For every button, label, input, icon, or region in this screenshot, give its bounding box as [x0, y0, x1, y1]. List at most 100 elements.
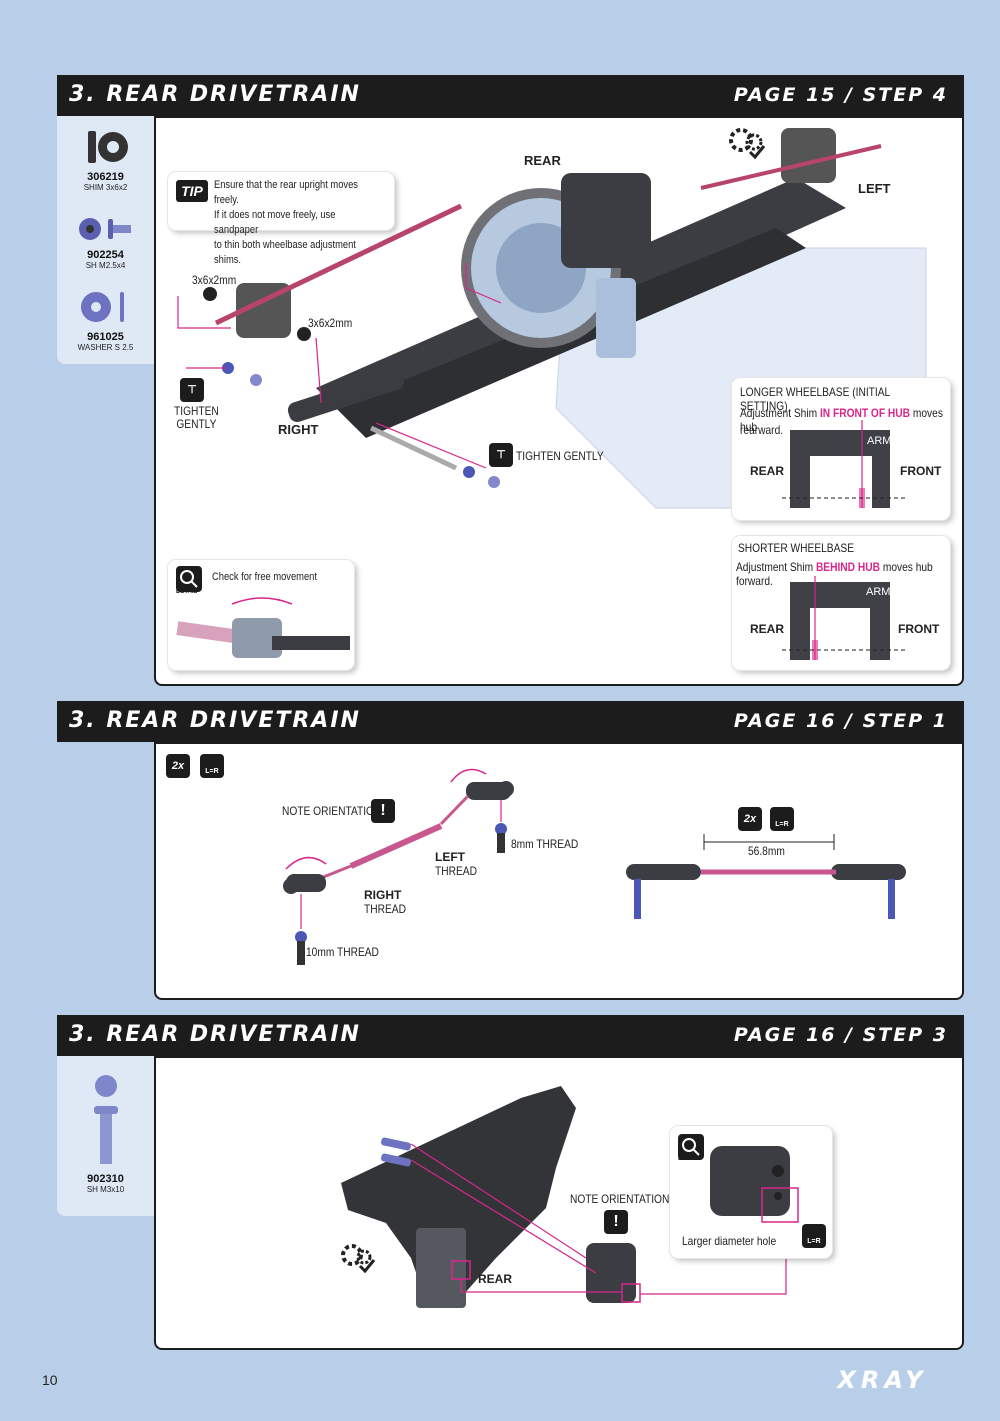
section-header-1: 3. REAR DRIVETRAIN PAGE 15 / STEP 4 [57, 75, 964, 116]
shorter-rear: REAR [750, 622, 785, 636]
tighten-gently-a: TIGHTEN GENTLY [174, 405, 219, 431]
screw-icon [93, 1075, 118, 1164]
shock-tower-illustration [341, 1086, 787, 1308]
part-961025: 961025 WASHER S 2.5 [57, 288, 154, 352]
magnify-icon [678, 1134, 704, 1160]
tip-box: TIP Ensure that the rear upright moves f… [168, 172, 394, 266]
part-desc: SH M2.5x4 [85, 261, 126, 270]
note-orientation: NOTE ORIENTATION [570, 1192, 670, 1206]
shorter-arm: ARM [866, 586, 891, 598]
qty-badge: 2x [738, 807, 762, 831]
label-rear: REAR [478, 1272, 513, 1286]
part-306219: 306219 SHIM 3x6x2 [57, 128, 154, 192]
detail-box: DETAIL Larger diameter hole L=R [670, 1126, 832, 1258]
detail-badge: DETAIL [176, 589, 198, 595]
label-right-thread: THREAD [364, 902, 406, 916]
detail-box: DETAIL Check for free movement [168, 560, 354, 670]
shorter-title: SHORTER WHEELBASE [738, 541, 855, 555]
parts-bar-3: 902310 SH M3x10 [57, 1056, 154, 1216]
page-step: PAGE 15 / STEP 4 [733, 84, 948, 106]
panel-step-1: REAR LEFT RIGHT 3x6x2mm 3x6x2mm TIP Ensu… [154, 116, 964, 686]
part-number: 902254 [87, 249, 124, 261]
longer-diagram [782, 420, 907, 508]
shorter-wheelbase-box: SHORTER WHEELBASE Adjustment Shim BEHIND… [732, 536, 950, 670]
section-title: 3. REAR DRIVETRAIN [69, 708, 361, 733]
gear-check-icon [341, 1244, 376, 1274]
panel-step-2: 2x L=R NOTE ORIENTATION ! 8mm THREAD LEF… [154, 742, 964, 1000]
label-shim-3x6x2-a: 3x6x2mm [192, 273, 237, 287]
longer-title: LONGER WHEELBASE (INITIAL SETTING) [740, 385, 890, 413]
longer-front: FRONT [900, 464, 942, 478]
text-pre: Adjustment Shim [740, 406, 820, 420]
label-10mm-thread: 10mm THREAD [306, 945, 379, 959]
text-post: moves hub forward. [736, 560, 933, 588]
section-title: 3. REAR DRIVETRAIN [69, 82, 361, 107]
label-right: RIGHT [364, 888, 402, 902]
part-902310: 902310 SH M3x10 [57, 1072, 154, 1194]
note-orientation: NOTE ORIENTATION [282, 804, 382, 818]
part-desc: SHIM 3x6x2 [83, 183, 128, 192]
longer-rear: REAR [750, 464, 785, 478]
section-header-3: 3. REAR DRIVETRAIN PAGE 16 / STEP 3 [57, 1015, 964, 1056]
part-desc: WASHER S 2.5 [77, 343, 134, 352]
tip-line: Ensure that the rear upright moves freel… [214, 179, 358, 206]
longer-arm: ARM [867, 435, 892, 447]
longer-text: Adjustment Shim IN FRONT OF HUB moves hu… [740, 406, 953, 434]
spacer-detail [710, 1146, 799, 1223]
page-step: PAGE 16 / STEP 1 [733, 710, 948, 732]
tighten-line: GENTLY [176, 417, 217, 431]
label-right: RIGHT [278, 422, 319, 437]
part-number: 306219 [87, 171, 124, 183]
tip-text: Ensure that the rear upright moves freel… [214, 178, 367, 268]
detail-text: Check for free movement [212, 571, 317, 583]
shorter-front: FRONT [898, 622, 940, 636]
label-left: LEFT [858, 181, 891, 196]
length-label: 56.8mm [748, 844, 785, 858]
detail-badge: DETAIL [678, 1156, 700, 1162]
lr-badge: L=R [802, 1224, 826, 1248]
text-pre: Adjustment Shim [736, 560, 816, 574]
text-post: moves hub [740, 406, 943, 434]
rear-hub-right [236, 283, 291, 338]
part-902254: 902254 SH M2.5x4 [57, 214, 154, 270]
panel-step-3: REAR NOTE ORIENTATION ! DETAIL Larger di… [154, 1056, 964, 1350]
turnbuckle-illustration [283, 768, 906, 965]
shim-icon [87, 131, 128, 163]
detail-text: Larger diameter hole [682, 1234, 777, 1248]
magnify-icon [176, 566, 202, 592]
label-8mm-thread: 8mm THREAD [511, 837, 579, 851]
tighten-gently-b: TIGHTEN GENTLY [516, 449, 604, 463]
detail-illustration [176, 597, 350, 658]
lr-badge: L=R [200, 754, 224, 778]
tip-line: to thin both wheelbase adjustment shims. [214, 239, 356, 266]
label-rear: REAR [524, 153, 561, 168]
screwdriver-icon: ⊤ [489, 443, 513, 467]
longer-wheelbase-box: LONGER WHEELBASE (INITIAL SETTING) Adjus… [732, 378, 950, 520]
text-highlight: BEHIND HUB [815, 560, 880, 574]
tighten-line: TIGHTEN [174, 404, 219, 418]
section-header-2: 3. REAR DRIVETRAIN PAGE 16 / STEP 1 [57, 701, 964, 742]
page-number: 10 [42, 1372, 58, 1388]
qty-badge: 2x [166, 754, 190, 778]
shorter-diagram [782, 576, 907, 660]
gear-check-icon [729, 128, 766, 160]
label-shim-3x6x2-b: 3x6x2mm [308, 316, 353, 330]
exclamation-icon: ! [371, 799, 395, 823]
rear-hub-left [781, 128, 836, 183]
part-desc: SH M3x10 [86, 1185, 125, 1194]
part-number: 961025 [87, 331, 124, 343]
longer-text-line2: rearward. [740, 423, 784, 437]
page-step: PAGE 16 / STEP 3 [733, 1024, 948, 1046]
part-number: 902310 [87, 1173, 124, 1185]
parts-bar-1: 306219 SHIM 3x6x2 902254 SH M2.5x4 96102… [57, 116, 154, 364]
tip-line: If it does not move freely, use sandpape… [214, 209, 336, 236]
section-title: 3. REAR DRIVETRAIN [69, 1022, 361, 1047]
label-left-thread: THREAD [435, 864, 477, 878]
lr-badge: L=R [770, 807, 794, 831]
washer-icon [80, 292, 124, 322]
exclamation-icon: ! [604, 1210, 628, 1234]
brand-logo: XRAY [837, 1366, 928, 1394]
label-left: LEFT [435, 850, 465, 864]
tip-badge: TIP [176, 180, 208, 202]
text-highlight: IN FRONT OF HUB [819, 406, 911, 420]
